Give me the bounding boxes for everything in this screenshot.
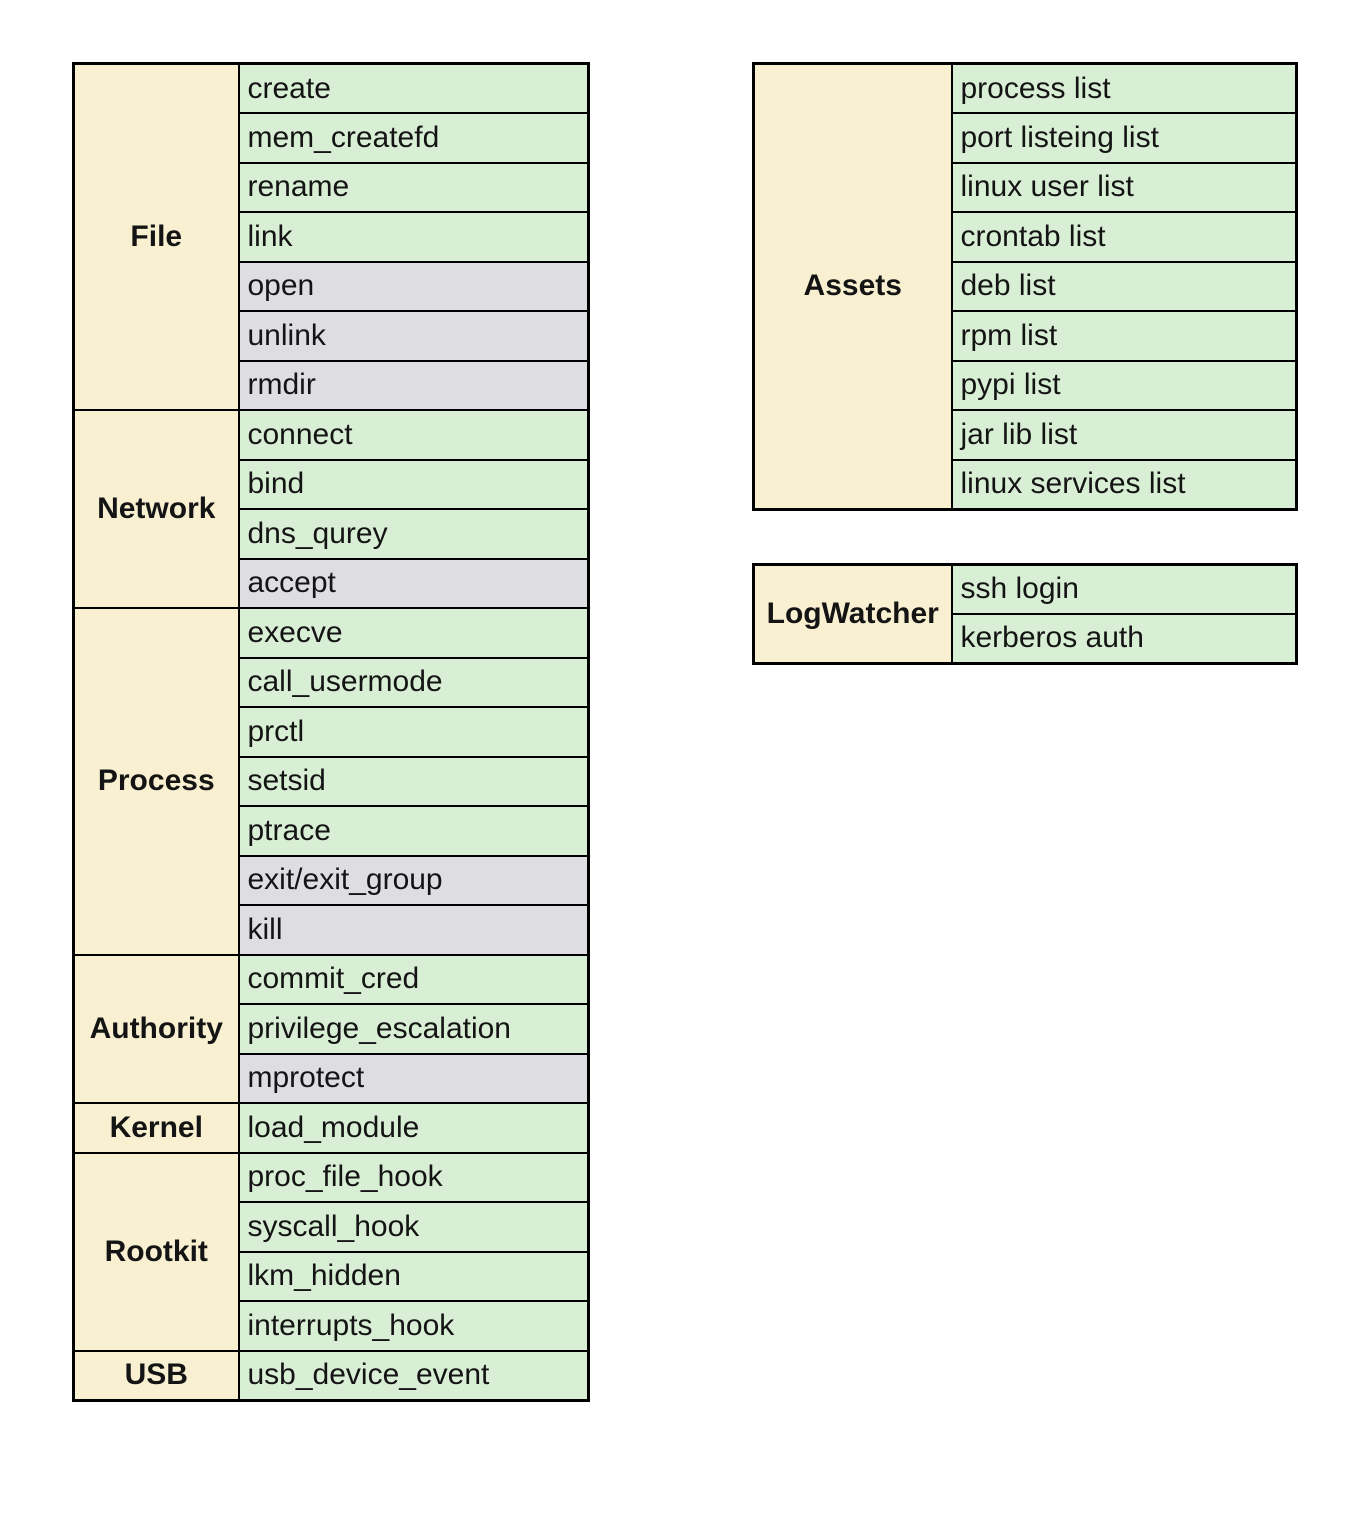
item-cell-ptrace: ptrace xyxy=(237,805,590,857)
category-cell-logwatcher: LogWatcher xyxy=(752,563,953,664)
table-row: linux services list xyxy=(754,458,1298,510)
table-row: unlink xyxy=(74,310,590,362)
table-row: linux user list xyxy=(754,161,1298,213)
item-cell-deb-list: deb list xyxy=(950,260,1298,312)
table-row: rename xyxy=(74,161,590,213)
item-cell-execve: execve xyxy=(237,607,590,659)
item-cell-mprotect: mprotect xyxy=(237,1052,590,1104)
table-row: kill xyxy=(74,904,590,956)
item-cell-bind: bind xyxy=(237,458,590,510)
category-cell-usb: USB xyxy=(72,1349,240,1401)
table-row: rpm list xyxy=(754,310,1298,362)
item-cell-interrupts-hook: interrupts_hook xyxy=(237,1300,590,1352)
item-cell-mem-createfd: mem_createfd xyxy=(237,112,590,164)
item-cell-pypi-list: pypi list xyxy=(950,359,1298,411)
table-row: dns_qurey xyxy=(74,508,590,560)
item-cell-lkm-hidden: lkm_hidden xyxy=(237,1250,590,1302)
item-cell-prctl: prctl xyxy=(237,706,590,758)
item-cell-syscall-hook: syscall_hook xyxy=(237,1201,590,1253)
item-cell-connect: connect xyxy=(237,409,590,461)
item-cell-ssh-login: ssh login xyxy=(950,563,1298,615)
item-cell-open: open xyxy=(237,260,590,312)
table-row: ptrace xyxy=(74,805,590,857)
item-cell-privilege-escalation: privilege_escalation xyxy=(237,1003,590,1055)
item-cell-commit-cred: commit_cred xyxy=(237,953,590,1005)
item-cell-crontab-list: crontab list xyxy=(950,211,1298,263)
item-cell-usb-device-event: usb_device_event xyxy=(237,1349,590,1401)
item-cell-rmdir: rmdir xyxy=(237,359,590,411)
item-cell-accept: accept xyxy=(237,557,590,609)
item-cell-rename: rename xyxy=(237,161,590,213)
table-row: call_usermode xyxy=(74,656,590,708)
item-cell-linux-user-list: linux user list xyxy=(950,161,1298,213)
item-cell-unlink: unlink xyxy=(237,310,590,362)
table-row: kerberos auth xyxy=(754,612,1298,664)
table-row: setsid xyxy=(74,755,590,807)
item-cell-dns-qurey: dns_qurey xyxy=(237,508,590,560)
table-row: link xyxy=(74,211,590,263)
item-cell-link: link xyxy=(237,211,590,263)
item-cell-linux-services-list: linux services list xyxy=(950,458,1298,510)
table-row: jar lib list xyxy=(754,409,1298,461)
item-cell-process-list: process list xyxy=(950,62,1298,114)
category-cell-authority: Authority xyxy=(72,953,240,1104)
item-cell-call-usermode: call_usermode xyxy=(237,656,590,708)
item-cell-jar-lib-list: jar lib list xyxy=(950,409,1298,461)
table-row: crontab list xyxy=(754,211,1298,263)
table-row: exit/exit_group xyxy=(74,854,590,906)
table-row: mem_createfd xyxy=(74,112,590,164)
table-row: port listeing list xyxy=(754,112,1298,164)
table-row: lkm_hidden xyxy=(74,1250,590,1302)
item-cell-load-module: load_module xyxy=(237,1102,590,1154)
category-cell-kernel: Kernel xyxy=(72,1102,240,1154)
item-cell-setsid: setsid xyxy=(237,755,590,807)
table-row: syscall_hook xyxy=(74,1201,590,1253)
category-cell-rootkit: Rootkit xyxy=(72,1151,240,1352)
table-row: accept xyxy=(74,557,590,609)
category-cell-file: File xyxy=(72,62,240,411)
table-row: rmdir xyxy=(74,359,590,411)
category-cell-assets: Assets xyxy=(752,62,953,510)
item-cell-kerberos-auth: kerberos auth xyxy=(950,612,1298,664)
table-row: pypi list xyxy=(754,359,1298,411)
table-row: mprotect xyxy=(74,1052,590,1104)
item-cell-port-listeing-list: port listeing list xyxy=(950,112,1298,164)
table-row: bind xyxy=(74,458,590,510)
item-cell-kill: kill xyxy=(237,904,590,956)
item-cell-exit-exit-group: exit/exit_group xyxy=(237,854,590,906)
table-row: prctl xyxy=(74,706,590,758)
item-cell-rpm-list: rpm list xyxy=(950,310,1298,362)
item-cell-proc-file-hook: proc_file_hook xyxy=(237,1151,590,1203)
table-row: privilege_escalation xyxy=(74,1003,590,1055)
item-cell-create: create xyxy=(237,62,590,114)
table-row: interrupts_hook xyxy=(74,1300,590,1352)
table-row: deb list xyxy=(754,260,1298,312)
table-row: open xyxy=(74,260,590,312)
category-cell-network: Network xyxy=(72,409,240,609)
category-cell-process: Process xyxy=(72,607,240,956)
